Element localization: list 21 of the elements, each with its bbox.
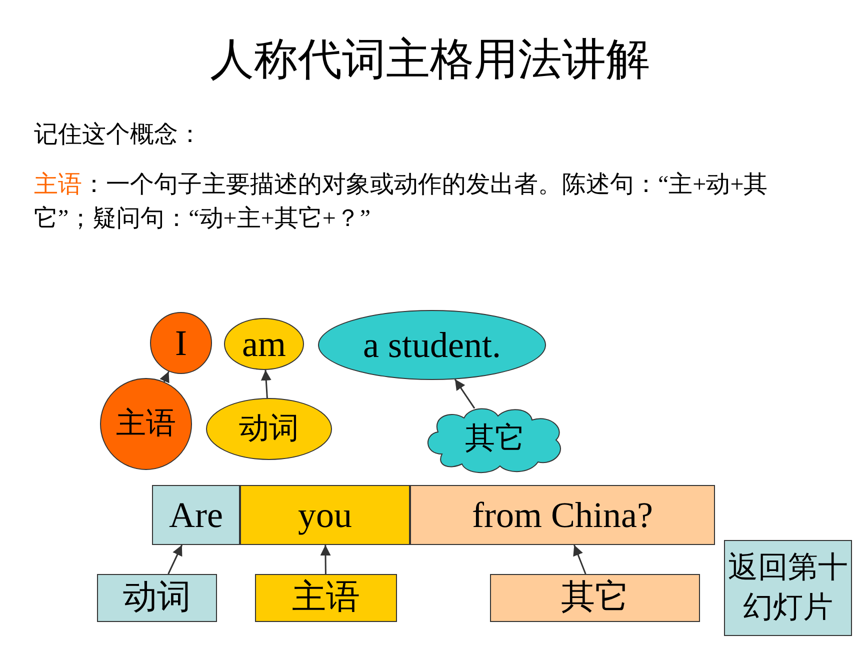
callout-bubble: 主语 [100, 378, 192, 470]
callout-box: 其它 [490, 574, 700, 622]
verb-word-bubble: am [224, 318, 304, 370]
callout-pointer [260, 370, 272, 398]
word-box: you [240, 485, 410, 545]
return-link-box: 返回第十幻灯片 [724, 540, 852, 636]
callout-bubble: 动词 [206, 398, 332, 460]
slide-title: 人称代词主格用法讲解 [209, 34, 651, 86]
callout-pointer [454, 378, 476, 409]
subject-word-bubble: I [150, 312, 212, 374]
callout-box: 动词 [97, 574, 217, 622]
callout-pointer [320, 545, 331, 574]
definition-text: 主语：一个句子主要描述的对象或动作的发出者。陈述句：“主+动+其它”；疑问句：“动+主+其它+？” [34, 170, 769, 234]
phrase-box: from China? [410, 485, 715, 545]
callout-pointer [573, 544, 586, 574]
callout-pointer [160, 371, 170, 384]
object-phrase-bubble: a student. [318, 310, 546, 380]
instruction-text: 记住这个概念： [34, 120, 202, 150]
word-box: Are [152, 485, 240, 545]
callout-pointer [168, 544, 183, 574]
callout-box: 主语 [255, 574, 397, 622]
